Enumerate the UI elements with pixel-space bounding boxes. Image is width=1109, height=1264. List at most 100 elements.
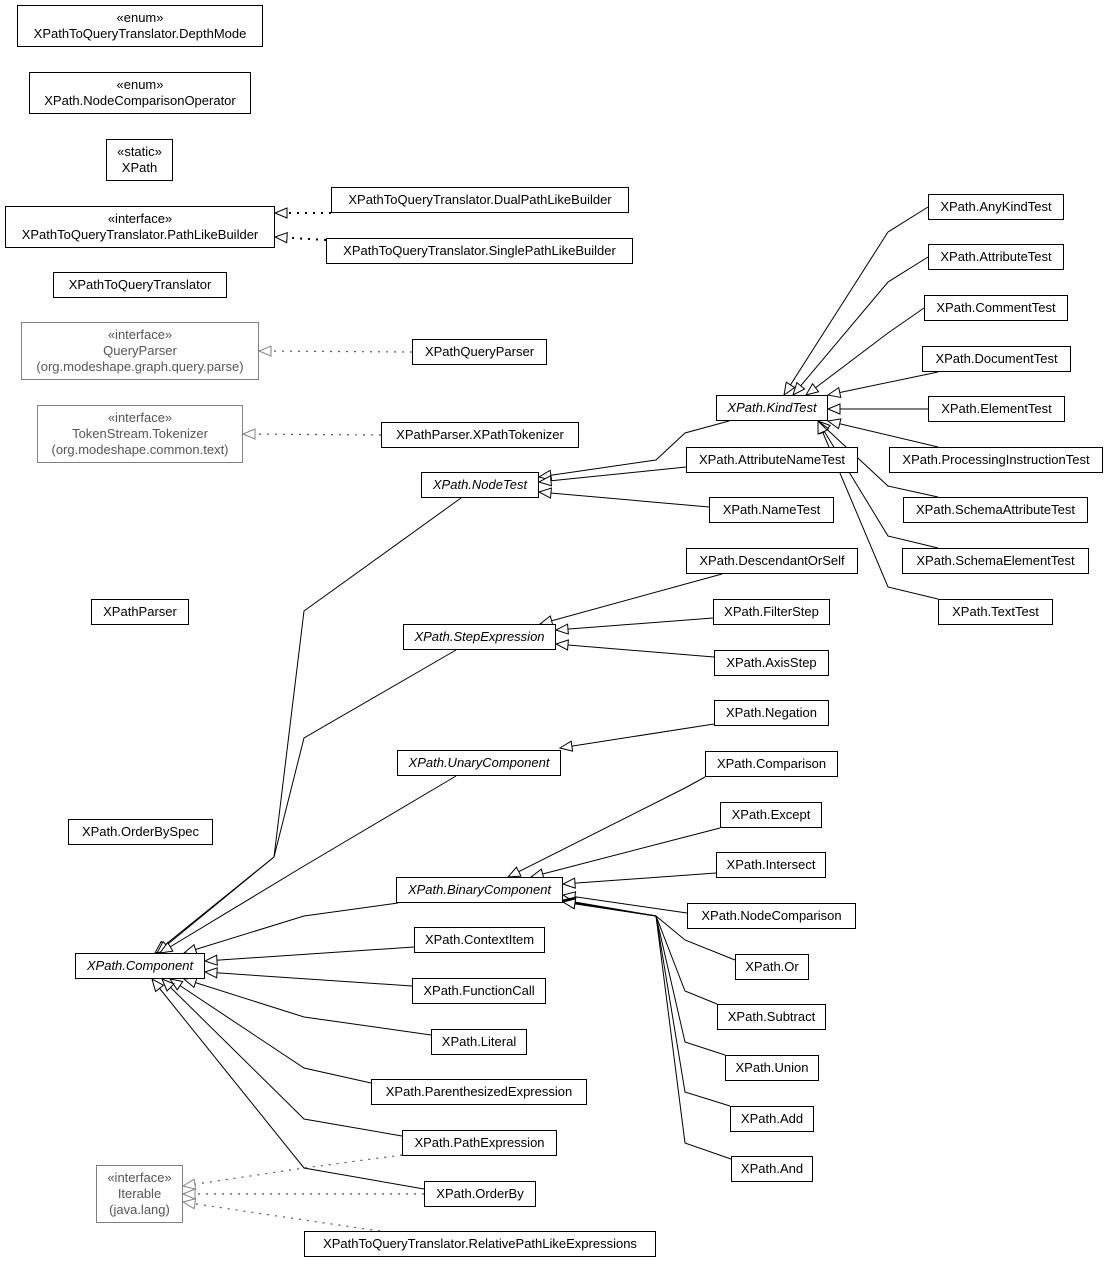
xpath-query-parser-class[interactable]: XPathQueryParser bbox=[412, 339, 547, 365]
xpath-static-class[interactable]: «static» XPath bbox=[106, 139, 173, 181]
class-name: XPathParser.XPathTokenizer bbox=[396, 427, 564, 442]
context-item-class[interactable]: XPath.ContextItem bbox=[414, 927, 545, 953]
schema-element-test-class[interactable]: XPath.SchemaElementTest bbox=[902, 548, 1089, 574]
dual-path-like-builder-class[interactable]: XPathToQueryTranslator.DualPathLikeBuild… bbox=[331, 187, 629, 213]
and-class[interactable]: XPath.And bbox=[731, 1156, 813, 1182]
subtract-class[interactable]: XPath.Subtract bbox=[717, 1004, 826, 1030]
literal-class[interactable]: XPath.Literal bbox=[431, 1029, 527, 1055]
iterable-interface[interactable]: «interface» Iterable (java.lang) bbox=[96, 1165, 183, 1223]
realization-edge bbox=[183, 1202, 381, 1232]
class-name: QueryParser bbox=[103, 343, 177, 358]
class-name: XPath.OrderBySpec bbox=[81, 824, 200, 839]
class-name: XPathToQueryTranslator bbox=[68, 277, 212, 292]
intersect-class[interactable]: XPath.Intersect bbox=[716, 852, 826, 878]
node-comparison-class[interactable]: XPath.NodeComparison bbox=[687, 903, 856, 929]
node-test-class[interactable]: XPath.NodeTest bbox=[421, 472, 539, 498]
function-call-class[interactable]: XPath.FunctionCall bbox=[412, 978, 546, 1004]
negation-class[interactable]: XPath.Negation bbox=[714, 700, 829, 726]
depth-mode-enum[interactable]: «enum» XPathToQueryTranslator.DepthMode bbox=[17, 5, 263, 47]
query-parser-interface[interactable]: «interface» QueryParser (org.modeshape.g… bbox=[21, 322, 259, 380]
class-name: XPathToQueryTranslator.PathLikeBuilder bbox=[21, 227, 259, 242]
class-name: XPathToQueryTranslator.RelativePathLikeE… bbox=[323, 1236, 637, 1251]
binary-component-class[interactable]: XPath.BinaryComponent bbox=[396, 877, 563, 903]
class-name: XPath.SchemaElementTest bbox=[916, 553, 1075, 568]
parenthesized-expression-class[interactable]: XPath.ParenthesizedExpression bbox=[371, 1079, 587, 1105]
generalization-edge bbox=[828, 371, 939, 395]
class-name: XPath.NameTest bbox=[722, 502, 821, 517]
union-class[interactable]: XPath.Union bbox=[725, 1055, 819, 1081]
class-name: XPath.ProcessingInstructionTest bbox=[902, 452, 1090, 467]
axis-step-class[interactable]: XPath.AxisStep bbox=[714, 650, 829, 676]
stereotype-label: «static» bbox=[117, 144, 162, 159]
or-class[interactable]: XPath.Or bbox=[735, 954, 809, 980]
class-name: XPath.And bbox=[740, 1161, 804, 1176]
except-class[interactable]: XPath.Except bbox=[720, 802, 822, 828]
stereotype-label: «interface» bbox=[107, 327, 173, 342]
class-name: Iterable bbox=[117, 1186, 162, 1201]
order-by-spec-class[interactable]: XPath.OrderBySpec bbox=[68, 819, 213, 845]
stereotype-label: «enum» bbox=[116, 10, 164, 25]
attribute-name-test-class[interactable]: XPath.AttributeNameTest bbox=[686, 447, 858, 473]
generalization-edge bbox=[818, 421, 939, 600]
add-class[interactable]: XPath.Add bbox=[730, 1106, 814, 1132]
node-comparison-operator-enum[interactable]: «enum» XPath.NodeComparisonOperator bbox=[29, 72, 251, 114]
kind-test-class[interactable]: XPath.KindTest bbox=[716, 395, 828, 421]
generalization-edge bbox=[184, 979, 432, 1036]
class-name: XPath.AttributeNameTest bbox=[699, 452, 845, 467]
relative-path-like-expressions-class[interactable]: XPathToQueryTranslator.RelativePathLikeE… bbox=[304, 1231, 656, 1257]
filter-step-class[interactable]: XPath.FilterStep bbox=[713, 599, 830, 625]
attribute-test-class[interactable]: XPath.AttributeTest bbox=[928, 244, 1064, 270]
element-test-class[interactable]: XPath.ElementTest bbox=[928, 396, 1065, 422]
class-name: XPath.SchemaAttributeTest bbox=[916, 502, 1075, 517]
generalization-edge bbox=[560, 723, 715, 748]
class-name: XPath.Except bbox=[731, 807, 811, 822]
text-test-class[interactable]: XPath.TextTest bbox=[938, 599, 1053, 625]
class-name: XPath bbox=[121, 160, 158, 175]
class-name: XPath.AxisStep bbox=[726, 655, 817, 670]
any-kind-test-class[interactable]: XPath.AnyKindTest bbox=[928, 194, 1064, 220]
path-like-builder-interface[interactable]: «interface» XPathToQueryTranslator.PathL… bbox=[5, 206, 275, 248]
generalization-edge bbox=[508, 776, 706, 877]
class-name: XPathToQueryTranslator.DepthMode bbox=[33, 26, 247, 41]
tokenizer-interface[interactable]: «interface» TokenStream.Tokenizer (org.m… bbox=[37, 405, 243, 463]
class-name: XPath.Component bbox=[86, 958, 194, 973]
class-name: XPath.Or bbox=[745, 959, 799, 974]
generalization-edge bbox=[155, 497, 462, 953]
generalization-edge bbox=[152, 979, 425, 1190]
generalization-edge bbox=[160, 775, 457, 953]
unary-component-class[interactable]: XPath.UnaryComponent bbox=[397, 750, 561, 776]
generalization-edge bbox=[556, 644, 715, 658]
generalization-edge bbox=[563, 895, 688, 914]
comment-test-class[interactable]: XPath.CommentTest bbox=[924, 295, 1068, 321]
class-name: TokenStream.Tokenizer bbox=[72, 426, 208, 441]
generalization-edge bbox=[828, 421, 939, 448]
generalization-edge bbox=[563, 872, 717, 884]
comparison-class[interactable]: XPath.Comparison bbox=[705, 751, 838, 777]
path-expression-class[interactable]: XPath.PathExpression bbox=[402, 1130, 557, 1156]
xpath-to-query-translator-class[interactable]: XPathToQueryTranslator bbox=[53, 272, 227, 298]
class-name: XPath.Add bbox=[740, 1111, 804, 1126]
xpath-tokenizer-class[interactable]: XPathParser.XPathTokenizer bbox=[381, 422, 579, 448]
class-name: XPath.KindTest bbox=[727, 400, 817, 415]
processing-instruction-test-class[interactable]: XPath.ProcessingInstructionTest bbox=[889, 447, 1103, 473]
xpath-parser-class[interactable]: XPathParser bbox=[91, 599, 189, 625]
generalization-edge bbox=[563, 902, 731, 1107]
class-name: XPathToQueryTranslator.SinglePathLikeBui… bbox=[343, 243, 616, 258]
stereotype-label: «interface» bbox=[107, 1170, 172, 1185]
name-test-class[interactable]: XPath.NameTest bbox=[709, 497, 834, 523]
realization-edge bbox=[259, 351, 413, 352]
class-name: XPath.Negation bbox=[725, 705, 818, 720]
step-expression-class[interactable]: XPath.StepExpression bbox=[403, 624, 556, 650]
document-test-class[interactable]: XPath.DocumentTest bbox=[922, 346, 1071, 372]
generalization-edge bbox=[818, 421, 939, 549]
component-class[interactable]: XPath.Component bbox=[75, 953, 205, 979]
generalization-edge bbox=[556, 617, 714, 630]
class-name: XPath.NodeComparisonOperator bbox=[44, 93, 236, 108]
descendant-or-self-class[interactable]: XPath.DescendantOrSelf bbox=[686, 548, 858, 574]
single-path-like-builder-class[interactable]: XPathToQueryTranslator.SinglePathLikeBui… bbox=[326, 238, 633, 264]
class-name: XPath.NodeTest bbox=[432, 477, 528, 492]
schema-attribute-test-class[interactable]: XPath.SchemaAttributeTest bbox=[903, 497, 1088, 523]
order-by-class[interactable]: XPath.OrderBy bbox=[424, 1181, 536, 1207]
generalization-edge bbox=[806, 307, 925, 395]
stereotype-label: «interface» bbox=[107, 410, 173, 425]
